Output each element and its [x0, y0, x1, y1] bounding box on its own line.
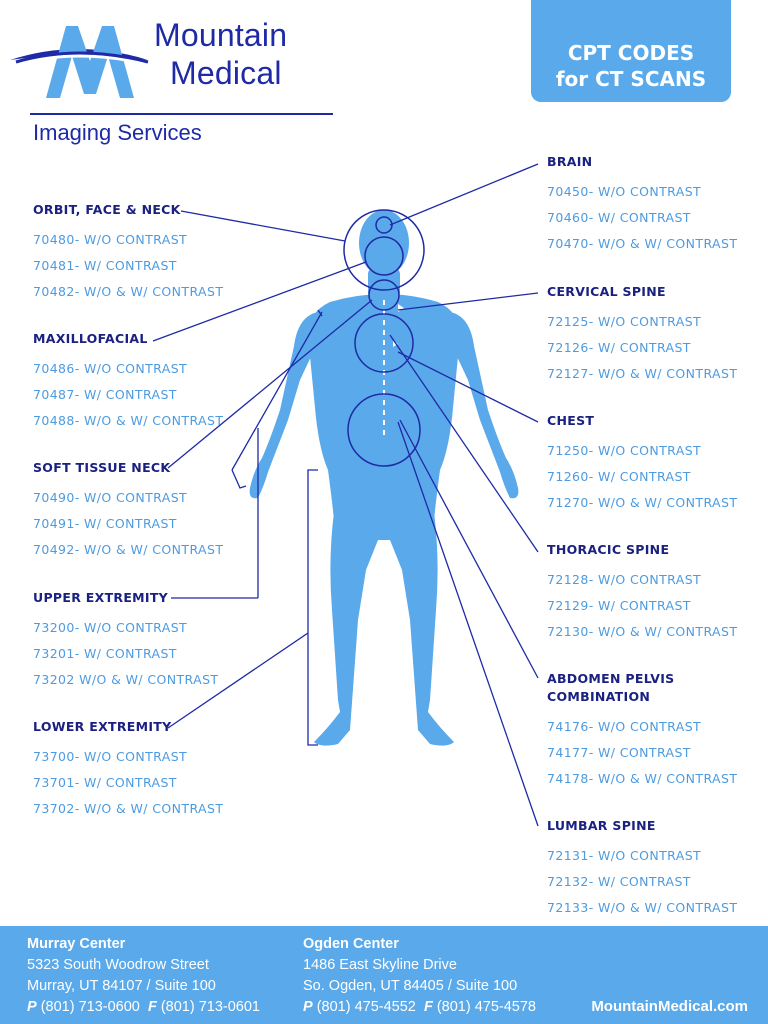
- group-title: MAXILLOFACIAL: [33, 331, 148, 346]
- center-street: 1486 East Skyline Drive: [303, 957, 457, 973]
- group-title: LUMBAR SPINE: [547, 818, 656, 833]
- brain-group: BRAIN 70450- W/O CONTRAST 70460- W/ CONT…: [547, 153, 737, 257]
- cpt-code: 70482- W/O & W/ CONTRAST: [33, 284, 224, 299]
- badge-line-1: CPT CODES: [567, 41, 695, 65]
- brain-circle: [375, 216, 393, 234]
- cpt-code: 72126- W/ CONTRAST: [547, 340, 691, 355]
- human-silhouette: [249, 210, 519, 746]
- cpt-code: 72132- W/ CONTRAST: [547, 874, 691, 889]
- brand-divider: [30, 113, 333, 115]
- orbit-face-neck-group: ORBIT, FACE & NECK 70480- W/O CONTRAST 7…: [33, 201, 223, 305]
- group-title: ORBIT, FACE & NECK: [33, 202, 181, 217]
- cpt-code: 72129- W/ CONTRAST: [547, 598, 691, 613]
- fax-label: F: [147, 999, 157, 1015]
- cpt-code: 70481- W/ CONTRAST: [33, 258, 177, 273]
- abdomen-circle: [347, 393, 421, 467]
- cpt-code: 73702- W/O & W/ CONTRAST: [33, 801, 224, 816]
- fax-label: F: [423, 999, 433, 1015]
- group-title: LOWER EXTREMITY: [33, 719, 172, 734]
- cpt-code: 71270- W/O & W/ CONTRAST: [547, 495, 738, 510]
- cpt-code: 70491- W/ CONTRAST: [33, 516, 177, 531]
- cpt-code: 72131- W/O CONTRAST: [547, 848, 702, 863]
- upper-extremity-group: UPPER EXTREMITY 73200- W/O CONTRAST 7320…: [33, 589, 218, 693]
- center-street: 5323 South Woodrow Street: [27, 957, 209, 973]
- logo: Mountain Medical: [8, 16, 338, 116]
- mountain-logo-icon: [10, 26, 149, 98]
- center-city: Murray, UT 84107 / Suite 100: [27, 978, 216, 994]
- maxillofacial-group: MAXILLOFACIAL 70486- W/O CONTRAST 70487-…: [33, 330, 223, 434]
- cpt-code: 73200- W/O CONTRAST: [33, 620, 188, 635]
- center-contact: P (801) 713-0600 F (801) 713-0601: [27, 997, 260, 1018]
- center-city: So. Ogden, UT 84405 / Suite 100: [303, 978, 518, 994]
- brand-name-line-1: Mountain: [154, 17, 288, 53]
- cpt-code: 72127- W/O & W/ CONTRAST: [547, 366, 738, 381]
- cpt-code: 70487- W/ CONTRAST: [33, 387, 177, 402]
- cpt-code: 71250- W/O CONTRAST: [547, 443, 702, 458]
- cpt-code: 71260- W/ CONTRAST: [547, 469, 691, 484]
- cpt-code: 73700- W/O CONTRAST: [33, 749, 188, 764]
- website-link[interactable]: MountainMedical.com: [591, 998, 748, 1015]
- cpt-code: 72130- W/O & W/ CONTRAST: [547, 624, 738, 639]
- group-title-line-1: ABDOMEN PELVIS: [547, 671, 675, 686]
- brand-name-line-2: Medical: [170, 55, 282, 91]
- cpt-code: 74178- W/O & W/ CONTRAST: [547, 771, 738, 786]
- fax-number: (801) 475-4578: [436, 999, 536, 1015]
- thoracic-spine-group: THORACIC SPINE 72128- W/O CONTRAST 72129…: [547, 541, 737, 645]
- cpt-code: 74177- W/ CONTRAST: [547, 745, 691, 760]
- chest-circle: [354, 313, 414, 373]
- group-title: SOFT TISSUE NECK: [33, 460, 171, 475]
- cpt-code: 70492- W/O & W/ CONTRAST: [33, 542, 224, 557]
- murray-center-info: Murray Center 5323 South Woodrow Street …: [27, 934, 260, 1018]
- ogden-center-info: Ogden Center 1486 East Skyline Drive So.…: [303, 934, 536, 1018]
- lumbar-spine-group: LUMBAR SPINE 72131- W/O CONTRAST 72132- …: [547, 817, 737, 921]
- footer: Murray Center 5323 South Woodrow Street …: [0, 926, 768, 1024]
- page-subtitle: Imaging Services: [33, 120, 202, 145]
- cpt-code: 70488- W/O & W/ CONTRAST: [33, 413, 224, 428]
- phone-number[interactable]: (801) 475-4552: [316, 999, 416, 1015]
- cpt-code: 74176- W/O CONTRAST: [547, 719, 702, 734]
- fax-number: (801) 713-0601: [160, 999, 260, 1015]
- cpt-code: 70490- W/O CONTRAST: [33, 490, 188, 505]
- center-name: Ogden Center: [303, 936, 399, 952]
- lower-extremity-group: LOWER EXTREMITY 73700- W/O CONTRAST 7370…: [33, 718, 223, 822]
- cpt-code: 73701- W/ CONTRAST: [33, 775, 177, 790]
- soft-tissue-neck-group: SOFT TISSUE NECK 70490- W/O CONTRAST 704…: [33, 459, 223, 563]
- group-title: THORACIC SPINE: [547, 542, 670, 557]
- cpt-code: 73201- W/ CONTRAST: [33, 646, 177, 661]
- cpt-code: 70450- W/O CONTRAST: [547, 184, 702, 199]
- face-circle: [364, 236, 404, 276]
- neck-circle: [368, 279, 400, 311]
- cpt-code: 72133- W/O & W/ CONTRAST: [547, 900, 738, 915]
- center-contact: P (801) 475-4552 F (801) 475-4578: [303, 997, 536, 1018]
- abdomen-pelvis-group: ABDOMEN PELVIS COMBINATION 74176- W/O CO…: [547, 670, 737, 792]
- cpt-code: 70486- W/O CONTRAST: [33, 361, 188, 376]
- cpt-code: 72128- W/O CONTRAST: [547, 572, 702, 587]
- phone-label: P: [27, 999, 37, 1015]
- group-title-line-2: COMBINATION: [547, 689, 651, 704]
- head-outer-circle: [343, 209, 425, 291]
- badge-line-2: for CT SCANS: [555, 67, 707, 91]
- title-badge: CPT CODES for CT SCANS: [531, 0, 731, 102]
- phone-number[interactable]: (801) 713-0600: [40, 999, 140, 1015]
- group-title: CERVICAL SPINE: [547, 284, 666, 299]
- center-name: Murray Center: [27, 936, 126, 952]
- cpt-code: 70470- W/O & W/ CONTRAST: [547, 236, 738, 251]
- cpt-code: 70460- W/ CONTRAST: [547, 210, 691, 225]
- cervical-spine-group: CERVICAL SPINE 72125- W/O CONTRAST 72126…: [547, 283, 737, 387]
- group-title: UPPER EXTREMITY: [33, 590, 169, 605]
- cpt-code: 73202 W/O & W/ CONTRAST: [33, 672, 219, 687]
- group-title: BRAIN: [547, 154, 593, 169]
- phone-label: P: [303, 999, 313, 1015]
- chest-group: CHEST 71250- W/O CONTRAST 71260- W/ CONT…: [547, 412, 737, 516]
- cpt-code: 70480- W/O CONTRAST: [33, 232, 188, 247]
- group-title: CHEST: [547, 413, 595, 428]
- cpt-code: 72125- W/O CONTRAST: [547, 314, 702, 329]
